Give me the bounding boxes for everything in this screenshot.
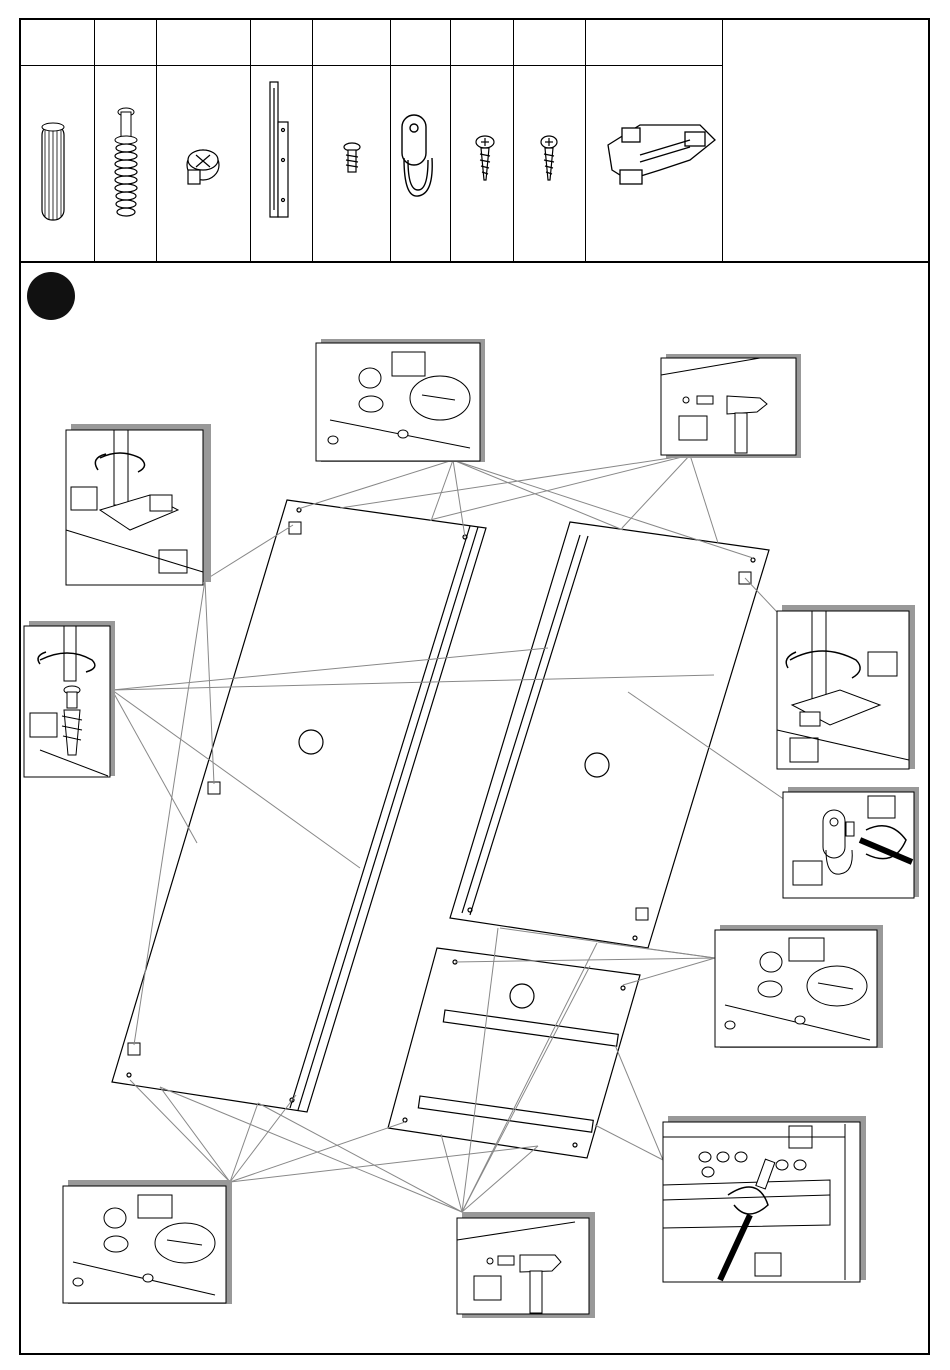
cam-lock-insert-detail-right: [715, 925, 883, 1048]
cam-lock-insert-detail-top: [316, 339, 485, 462]
screwdriver-hinge-plate-detail-right: [777, 605, 915, 769]
bracket-screw-detail-right: [783, 787, 919, 898]
hammer-dowel-detail-top-right: [661, 354, 801, 458]
drawer-runner-icon: [270, 82, 288, 217]
hammer-dowel-detail-bottom: [457, 1212, 595, 1318]
runner-screw-detail-bottom-right: [663, 1116, 866, 1282]
hinge-plate-icon: [608, 125, 715, 184]
shelf-support-bracket-icon: [402, 115, 432, 196]
wooden-dowel-icon: [42, 123, 64, 220]
wood-screw-icon: [476, 136, 494, 180]
screwdriver-cam-bolt-detail-left: [24, 621, 115, 777]
left-side-panel: [112, 500, 486, 1112]
long-screw-icon: [541, 136, 557, 180]
cam-lock-insert-detail-bottom-left: [63, 1180, 232, 1304]
cam-bolt-icon: [115, 108, 137, 216]
cam-lock-icon: [187, 150, 219, 184]
screwdriver-hinge-plate-detail-left: [66, 424, 211, 585]
leader-lines: [112, 455, 785, 1212]
right-side-panel: [450, 522, 769, 948]
bottom-panel: [388, 948, 640, 1158]
small-screw-icon: [344, 143, 360, 172]
